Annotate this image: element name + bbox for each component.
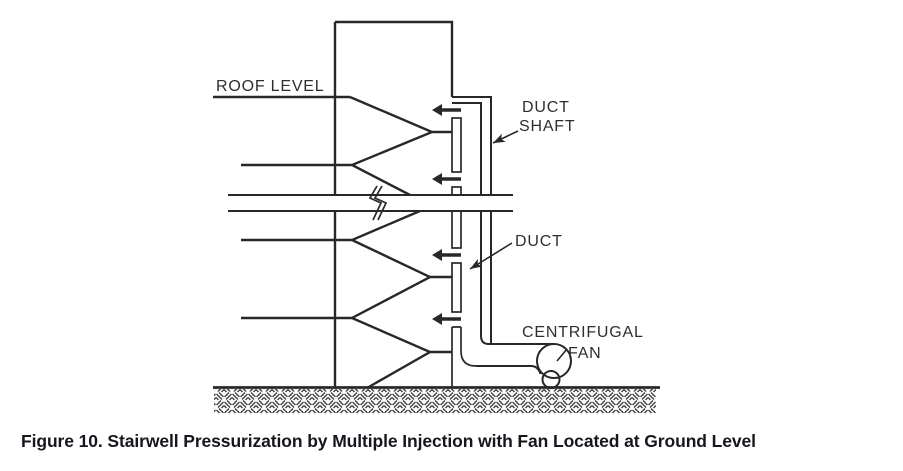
duct-wall-segment [451, 262, 462, 313]
stair-flights-upper [349, 95, 436, 197]
centrifugal-fan-label: FAN [568, 345, 602, 362]
break-symbol [368, 185, 388, 221]
stairwell-diagram: ROOF LEVEL DUCT SHAFT DUCT CENTRIFUGAL F… [213, 20, 660, 413]
duct-elbow [451, 326, 477, 388]
stair-landing-stubs [430, 130, 452, 354]
duct-riser-right-wall [452, 102, 490, 345]
duct-leader-arrow [469, 242, 513, 270]
centrifugal-fan-label: CENTRIFUGAL [522, 324, 644, 341]
ground-hatch [214, 389, 656, 413]
duct-wall-segment [451, 117, 462, 173]
duct-label: DUCT [515, 233, 563, 250]
stair-flights-lower [349, 209, 433, 390]
stairwell-top-box [335, 20, 454, 97]
injection-arrows [432, 104, 461, 325]
injection-arrow-icon [432, 173, 461, 185]
injection-arrow-icon [432, 104, 461, 116]
horizontal-duct [476, 343, 554, 375]
figure-caption: Figure 10. Stairwell Pressurization by M… [21, 431, 756, 451]
injection-arrow-icon [432, 249, 461, 261]
duct-wall-segments [451, 117, 462, 313]
centrifugal-fan-housing [536, 343, 572, 379]
injection-arrow-icon [432, 313, 461, 325]
duct-shaft-label: DUCT [522, 99, 570, 116]
duct-shaft-label: SHAFT [519, 118, 575, 135]
floor-lines [241, 163, 352, 320]
duct-shaft-leader-arrow [492, 130, 519, 144]
fan-leader-line [556, 348, 568, 362]
duct-wall-segment [451, 210, 462, 249]
fan-inlet-base [541, 370, 561, 389]
roof-level-label: ROOF LEVEL [216, 78, 324, 95]
duct-shaft-outer-wall [452, 96, 492, 343]
duct-wall-segment [451, 186, 462, 196]
floor-slab-band [228, 194, 513, 212]
